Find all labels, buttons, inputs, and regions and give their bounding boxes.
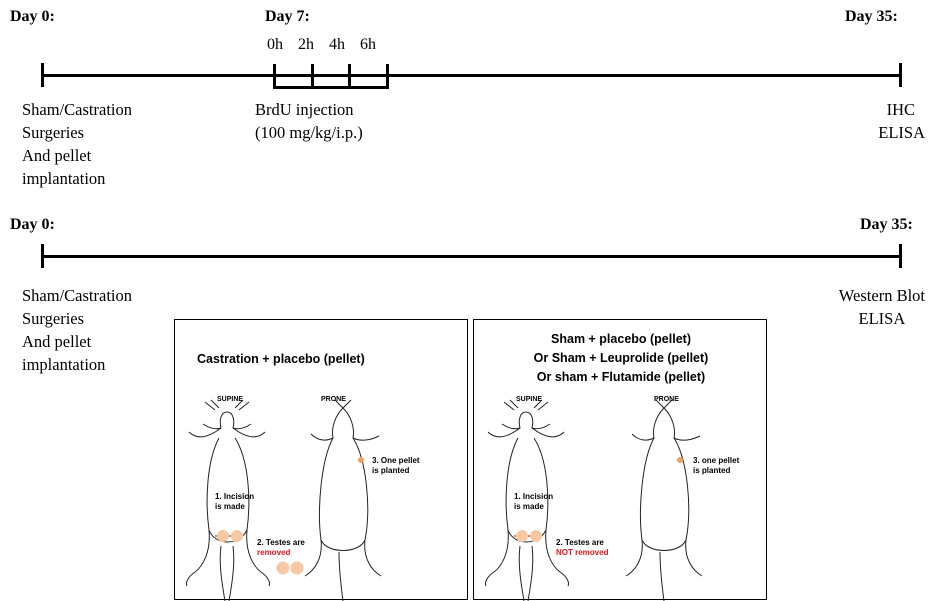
t2-day0-label: Day 0: (10, 216, 55, 234)
panel-left-incision-note: 1. Incision is made (215, 492, 254, 512)
testes-status-not-removed: NOT removed (556, 548, 608, 558)
t1-hour-2h: 2h (298, 36, 314, 54)
testis-left-2 (516, 530, 528, 542)
t1-tick-4h (348, 64, 351, 88)
panel-sham: Sham + placebo (pellet) Or Sham + Leupro… (473, 319, 767, 600)
t1-bracket-base (273, 86, 389, 89)
t1-tick-end (899, 63, 902, 87)
pellet-dot (358, 457, 364, 463)
t1-tick-2h (311, 64, 314, 88)
t1-hour-0h: 0h (267, 36, 283, 54)
t1-hour-4h: 4h (329, 36, 345, 54)
t1-tick-6h (386, 64, 389, 88)
testis-right (231, 530, 243, 542)
removed-testis-1 (277, 562, 290, 575)
pellet-dot-2 (677, 457, 683, 463)
testis-left (217, 530, 229, 542)
t2-tick-end (899, 244, 902, 268)
t2-tick-start (41, 244, 44, 268)
panel-left-illustration (175, 320, 469, 601)
rat-prone-drawing (305, 400, 381, 601)
testis-right-2 (530, 530, 542, 542)
t2-day35-label: Day 35: (860, 216, 913, 234)
rat-prone-drawing-2 (626, 400, 702, 601)
t2-left-text: Sham/Castration Surgeries And pellet imp… (22, 284, 132, 376)
removed-testis-2 (291, 562, 304, 575)
t1-hour-6h: 6h (360, 36, 376, 54)
t1-right-text: IHC ELISA (878, 98, 925, 144)
panel-left-testes-note: 2. Testes are removed (257, 538, 305, 558)
t1-day0-label: Day 0: (10, 8, 55, 26)
panel-castration: Castration + placebo (pellet) SUPINE PRO… (174, 319, 468, 600)
t1-tick-0h (273, 64, 276, 88)
panel-right-testes-note: 2. Testes are NOT removed (556, 538, 608, 558)
t1-day7-label: Day 7: (265, 8, 310, 26)
t2-axis (42, 255, 902, 258)
panel-left-pellet-note: 3. One pellet is planted (372, 456, 420, 476)
t1-axis (42, 74, 902, 77)
t1-tick-start (41, 63, 44, 87)
t2-right-text: Western Blot ELISA (839, 284, 925, 330)
t1-mid-text: BrdU injection (100 mg/kg/i.p.) (255, 98, 363, 144)
panel-right-pellet-note: 3. one pellet is planted (693, 456, 739, 476)
panel-right-incision-note: 1. Incision is made (514, 492, 553, 512)
t1-day35-label: Day 35: (845, 8, 898, 26)
t1-left-text: Sham/Castration Surgeries And pellet imp… (22, 98, 132, 190)
testes-status-removed: removed (257, 548, 305, 558)
